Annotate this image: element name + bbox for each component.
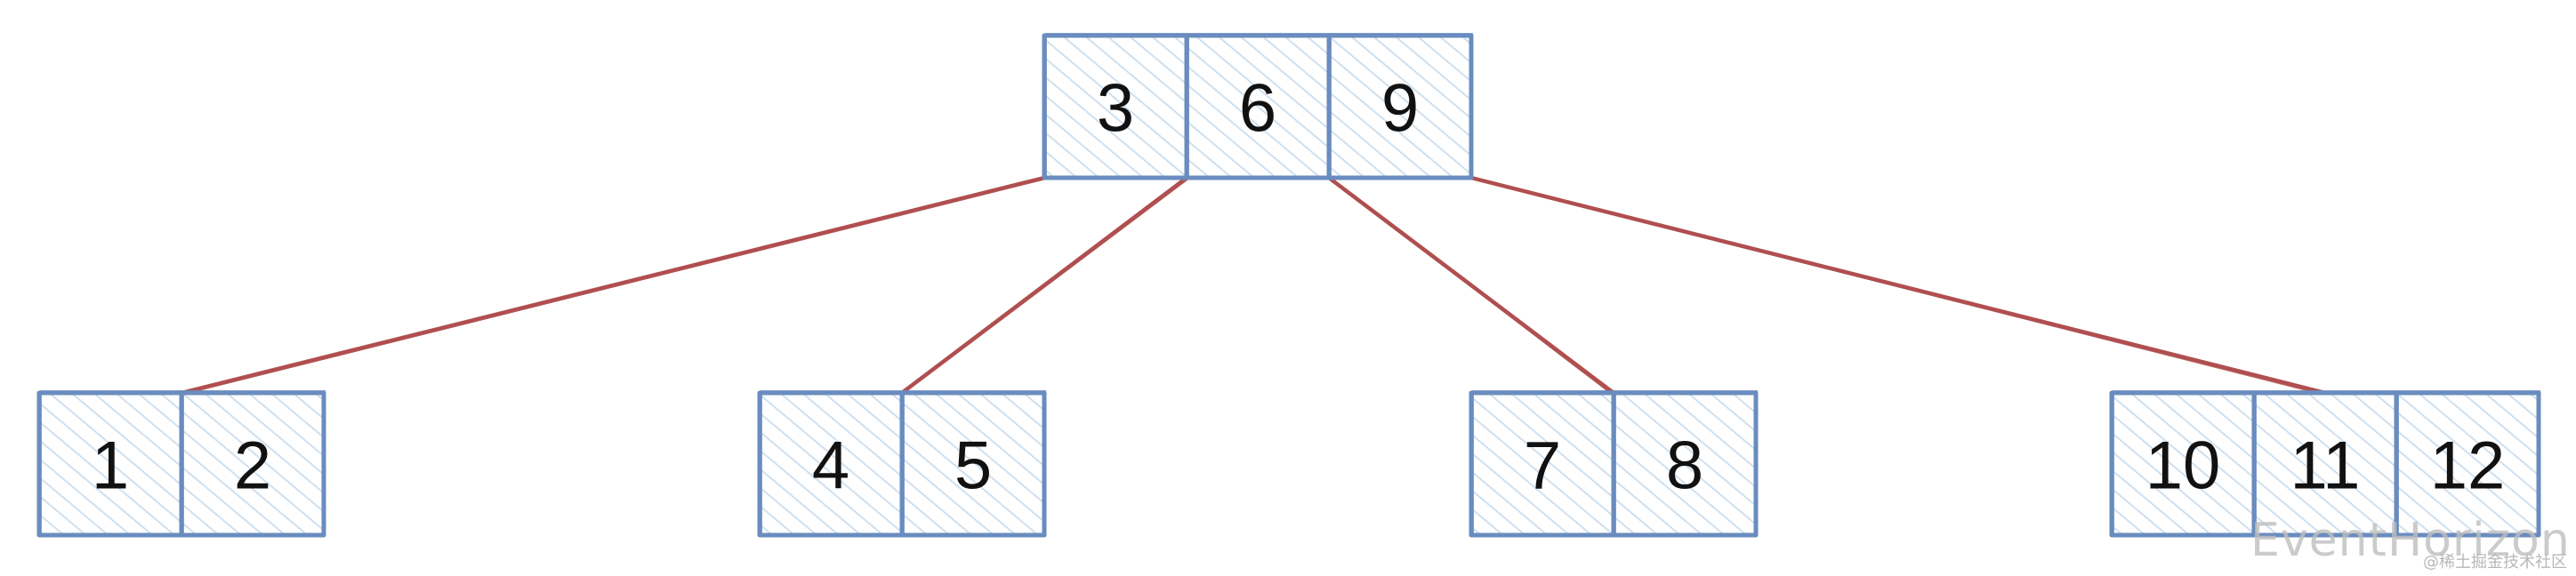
edge-sketch-1	[180, 178, 1047, 396]
key-label: 2	[234, 428, 271, 504]
key-label: 10	[2145, 428, 2221, 504]
key-label: 4	[812, 428, 849, 504]
key-label: 5	[954, 428, 992, 504]
key-cell-sketch	[903, 390, 1046, 537]
key-cell-sketch	[2397, 390, 2540, 537]
edge-sketch-3	[1330, 178, 1614, 396]
edge-root-to-child-2	[899, 175, 1189, 396]
key-cell-sketch	[1330, 33, 1473, 180]
key-label: 1	[92, 428, 129, 504]
edge-sketch-4	[1472, 178, 2325, 396]
key-label: 9	[1381, 71, 1419, 147]
edges	[179, 175, 2328, 396]
key-cell	[757, 390, 905, 538]
watermark-text: EventHorizon	[2250, 514, 2571, 567]
key-label: 6	[1239, 71, 1276, 147]
child-node-4: 10 11 12	[2109, 390, 2541, 538]
key-cell	[1611, 390, 1759, 538]
root-node: 3 6 9	[1042, 33, 1474, 180]
key-cell	[2109, 390, 2257, 538]
key-cell	[899, 390, 1047, 538]
key-label: 3	[1097, 71, 1134, 147]
key-cell	[2251, 390, 2399, 538]
edge-sketch-2	[900, 178, 1189, 396]
watermark-subtext: @稀土掘金技术社区	[2423, 553, 2567, 572]
key-label: 11	[2290, 428, 2361, 504]
edge-root-to-child-1	[179, 175, 1047, 396]
key-cell-sketch	[182, 390, 326, 537]
key-label: 8	[1666, 428, 1703, 504]
key-label: 7	[1524, 428, 1561, 504]
key-label: 12	[2430, 428, 2506, 504]
key-cell-sketch	[1614, 390, 1758, 537]
